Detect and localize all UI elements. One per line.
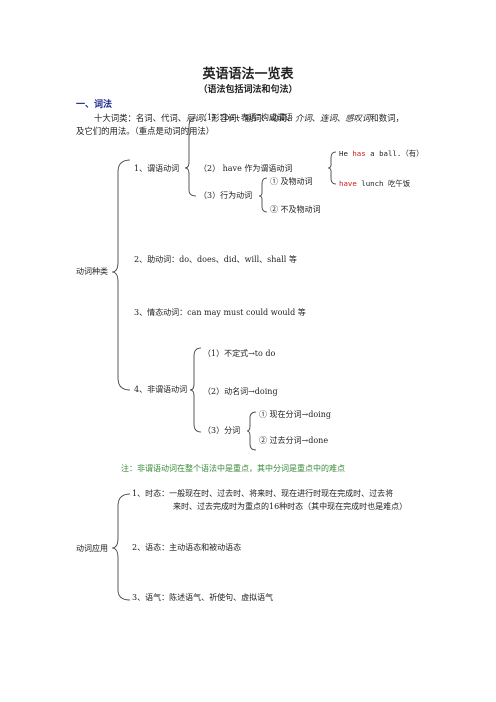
page-subtitle: （语法包括词法和句法） [198, 85, 298, 95]
past-participle: ② 过去分词→done [259, 436, 329, 445]
tense-line-2: 来时、过去完成时为重点的16种时态（其中现在完成时也是难点） [173, 502, 408, 511]
present-participle: ① 现在分词→doing [259, 410, 332, 419]
transitive-verb: ① 及物动词 [270, 177, 313, 186]
modal-verb: 3、情态动词：can may must could would 等 [134, 308, 306, 317]
auxiliary-verb: 2、助动词：do、does、did、will、shall 等 [134, 255, 297, 264]
predicate-verb-label: 1、谓语动词 [134, 164, 180, 173]
predicate-sub-2: （2） have 作为谓语动词 [199, 164, 293, 173]
brace-nonpredicate [189, 347, 202, 433]
brace-verb-usage [111, 493, 131, 601]
have-example-2: have lunch 吃午饭 [339, 179, 411, 188]
verb-usage-label: 动词应用 [76, 544, 108, 553]
page-title: 英语语法一览表 [202, 67, 294, 82]
section-heading-morphology: 一、词法 [76, 100, 113, 110]
predicate-sub-1: （1）“be+表语”构成谓语 [199, 113, 293, 122]
brace-action [258, 177, 268, 213]
verb-types-label: 动词种类 [76, 267, 108, 276]
mood-item: 3、语气：陈述语气、祈使句、虚拟语气 [132, 593, 274, 602]
brace-have [327, 151, 337, 185]
participle-label: （3）分词 [203, 426, 241, 435]
intro-line-1: 十大词类：名词、代词、冠词、形容词、副词、动词、介词、连词、感叹词和数词， [94, 113, 404, 123]
brace-participle [246, 411, 257, 451]
intransitive-verb: ② 不及物动词 [270, 205, 321, 214]
gerund: （2）动名词→doing [203, 387, 278, 396]
nonpredicate-note: 注：非谓语动词在整个语法中是重点，其中分词是重点中的难点 [121, 464, 345, 473]
infinitive: （1）不定式→to do [203, 349, 276, 358]
intro-line-2: 及它们的用法。（重点是动词的用法） [76, 126, 215, 136]
nonpredicate-label: 4、非谓语动词 [134, 385, 188, 394]
voice-item: 2、语态：主动语态和被动语态 [132, 543, 242, 552]
brace-verb-types [111, 159, 131, 391]
predicate-sub-3: （3）行为动词 [199, 191, 253, 200]
tense-line-1: 1、时态：一般现在时、过去时、将来时、现在进行时现在完成时、过去将 [132, 489, 394, 498]
have-example-1: He has a ball.（有） [339, 149, 424, 158]
